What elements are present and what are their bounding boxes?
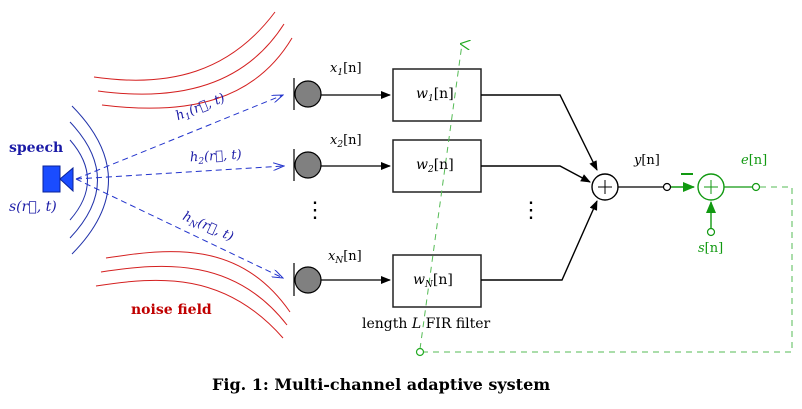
acoustic-path-1 [75,95,283,180]
output-label: y[n] [634,153,660,168]
error-label: e[n] [741,153,768,168]
noise-field-label: noise field [131,302,212,318]
speech-label: speech [9,140,64,156]
noise-arc [95,279,284,339]
filter-label-N: wN[n] [413,272,453,290]
error-node [751,182,761,192]
noise-arc [97,23,285,95]
noise-arc [101,37,293,109]
path-label-2: h2(r⃗, t) [189,147,243,167]
figure-caption: Fig. 1: Multi-channel adaptive system [212,375,551,394]
noise-arc [93,11,276,81]
microphone-2 [293,149,322,181]
wavefront [69,121,98,239]
acoustic-paths [75,95,284,278]
summer-inputs [481,94,598,281]
filter-box-N [392,254,482,308]
source-signal-label: s(r⃗, t) [9,199,57,215]
microphone-1 [293,78,322,110]
error-junction [697,173,725,201]
summing-junction [591,173,619,201]
feedback-node [415,347,425,357]
input-arrows [321,91,391,284]
input-label-2: x2[n] [330,133,362,150]
input-label-1: x1[n] [330,61,362,78]
ellipsis-filters: ⋮ [520,198,542,223]
microphone-N [293,263,322,296]
noise-arc [105,251,291,313]
filter-label-2: w2[n] [416,157,454,175]
ellipsis-mics: ⋮ [304,198,326,223]
adaptation-feedback [419,44,793,353]
filter-label-1: w1[n] [416,86,454,104]
noise-arcs-lower [95,251,291,339]
filter-length-note: length L FIR filter [362,316,491,332]
acoustic-path-2 [75,166,284,180]
wavefront [71,105,109,255]
acoustic-path-N [75,178,283,278]
reference-label: s[n] [698,241,724,256]
output-node [662,182,672,192]
input-label-N: xN[n] [328,249,362,266]
noise-arc [100,265,288,326]
wavefront [69,139,88,221]
speech-wavefronts [69,105,109,255]
reference-node [706,227,716,237]
noise-arcs-upper [93,11,293,109]
loudspeaker-icon [42,165,74,193]
